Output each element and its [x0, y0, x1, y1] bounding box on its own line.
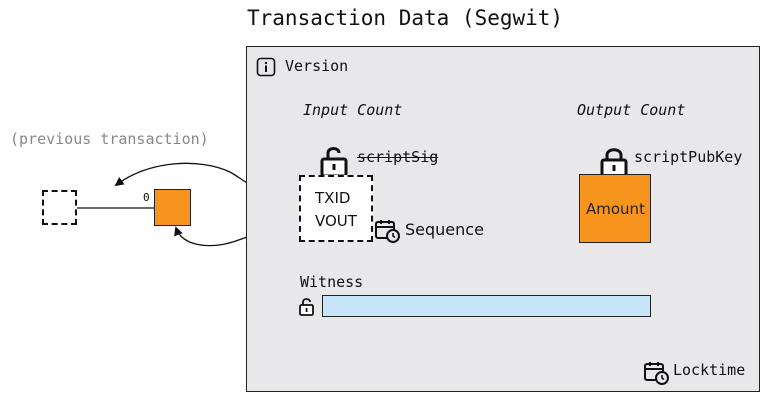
amount-label: Amount: [586, 200, 645, 218]
txid-field: TXID: [315, 189, 351, 207]
previous-output-index: 0: [143, 191, 150, 204]
output-count-heading: Output Count: [577, 101, 686, 119]
scriptsig-label: scriptSig: [357, 148, 439, 166]
input-count-heading: Input Count: [303, 101, 403, 119]
sequence-label: Sequence: [405, 220, 484, 239]
locktime-label: Locktime: [673, 361, 746, 379]
previous-transaction-label: (previous transaction): [10, 130, 209, 148]
scriptpubkey-label: scriptPubKey: [634, 148, 743, 166]
previous-output-box: [154, 189, 191, 226]
amount-box: [579, 174, 651, 243]
info-icon: [256, 57, 276, 77]
calendar-clock-icon: [644, 362, 669, 385]
calendar-clock-icon: [375, 220, 400, 243]
diagram-title: Transaction Data (Segwit): [247, 6, 564, 30]
input-box: [299, 175, 373, 242]
unlocked-padlock-icon: [299, 298, 314, 316]
previous-input-box: [42, 190, 77, 225]
vout-field: VOUT: [315, 212, 357, 230]
unlocked-padlock-icon: [320, 147, 348, 178]
witness-label: Witness: [300, 273, 364, 291]
version-label: Version: [285, 57, 349, 75]
witness-bar: [322, 295, 651, 317]
